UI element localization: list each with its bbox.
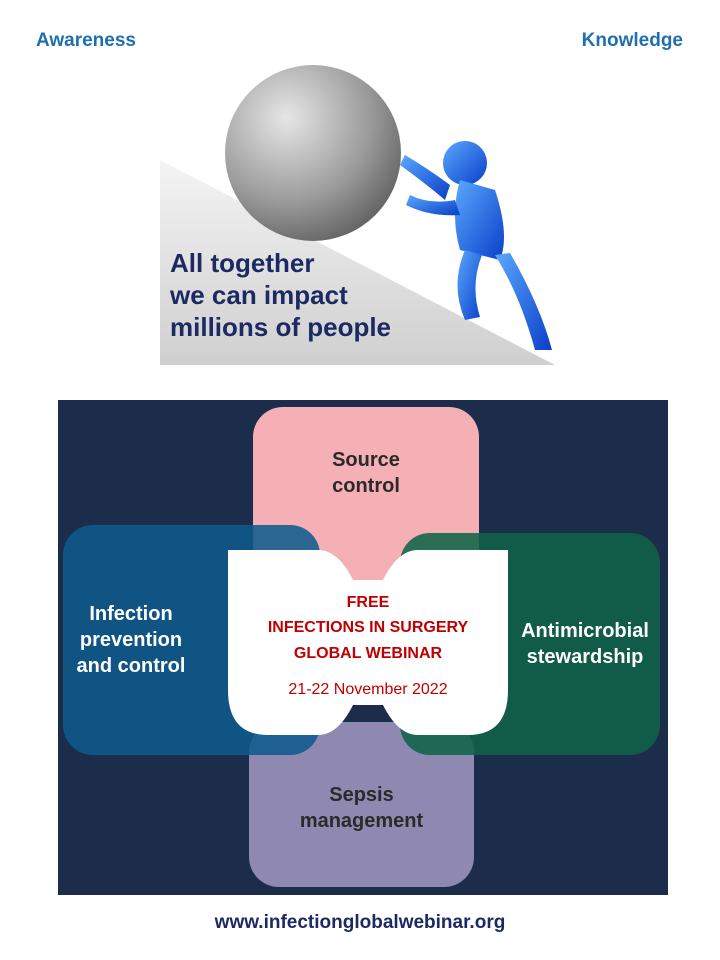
free-label: FREE bbox=[346, 594, 390, 611]
boulder bbox=[225, 65, 401, 241]
slogan-line: millions of people bbox=[170, 312, 392, 342]
website-link[interactable]: www.infectionglobalwebinar.org bbox=[214, 912, 506, 933]
webinar-dates: 21-22 November 2022 bbox=[288, 681, 448, 698]
slogan-line: All together bbox=[170, 248, 315, 278]
pillar-text: management bbox=[299, 809, 424, 832]
pillar-text: prevention bbox=[79, 629, 183, 651]
pillar-text: Source bbox=[332, 449, 400, 471]
knowledge-label: Knowledge bbox=[581, 30, 683, 51]
webinar-title-1: INFECTIONS IN SURGERY bbox=[267, 619, 469, 636]
pillar-text: and control bbox=[76, 655, 186, 677]
pillar-text: stewardship bbox=[526, 646, 644, 668]
blue-figure bbox=[400, 141, 552, 350]
hero-slogan: All together we can impact millions of p… bbox=[170, 247, 391, 343]
sisyphus-illustration bbox=[160, 65, 555, 365]
pillar-text: Antimicrobial bbox=[521, 620, 649, 642]
awareness-label: Awareness bbox=[36, 30, 136, 51]
pillar-text: control bbox=[332, 475, 400, 497]
webinar-badge bbox=[228, 550, 508, 735]
slogan-line: we can impact bbox=[170, 280, 348, 310]
webinar-title-2: GLOBAL WEBINAR bbox=[293, 645, 443, 662]
pillar-text: Sepsis bbox=[329, 783, 394, 806]
pillar-text: Infection bbox=[89, 603, 173, 625]
